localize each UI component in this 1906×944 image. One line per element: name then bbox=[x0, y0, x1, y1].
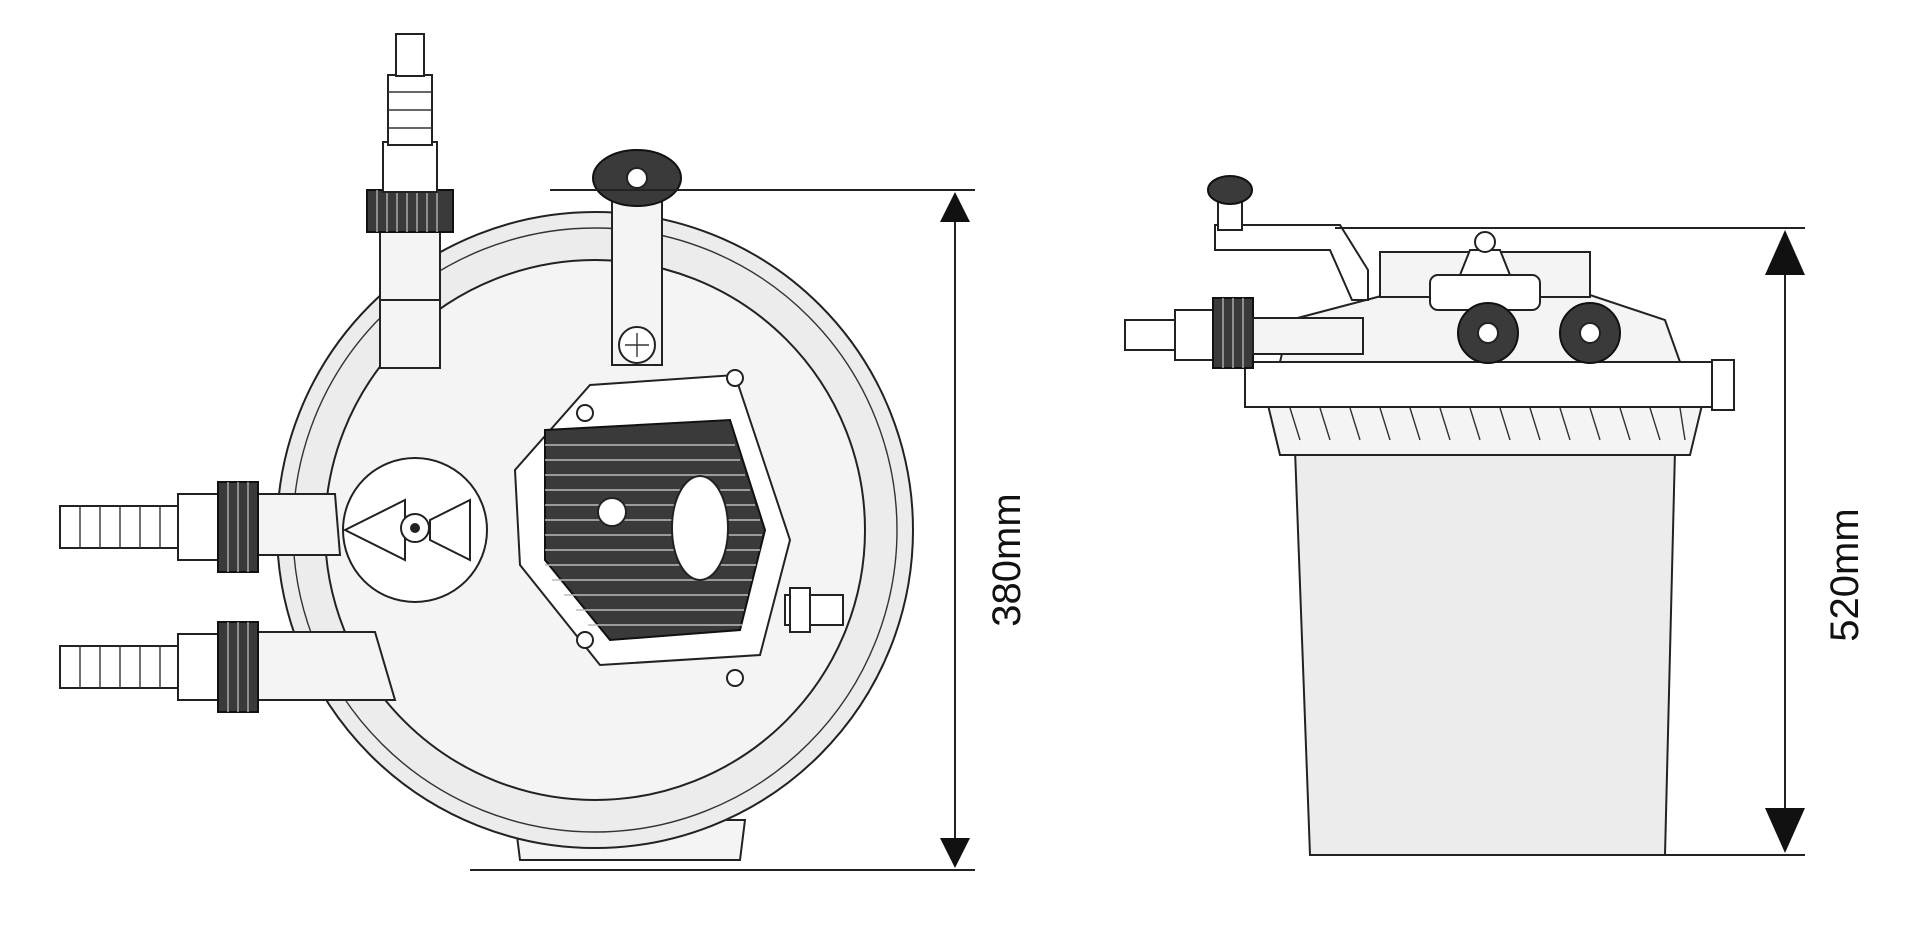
lid-clamp-handle bbox=[592, 149, 682, 366]
top-view: 380mm bbox=[59, 33, 1029, 871]
lid-flange bbox=[1244, 361, 1731, 408]
canister-collar-ribs bbox=[1266, 404, 1704, 456]
canister-body bbox=[1293, 449, 1677, 856]
top-view-dimension-label: 380mm bbox=[985, 493, 1029, 626]
side-drain-nipple bbox=[784, 587, 844, 633]
side-clamp-handle bbox=[1207, 175, 1369, 301]
lower-inlet-hose-connector bbox=[59, 621, 397, 713]
top-outlet-hose-connector bbox=[366, 33, 454, 369]
side-view-height-dimension: 520mm bbox=[1335, 227, 1867, 856]
top-view-height-dimension: 380mm bbox=[470, 189, 1029, 871]
side-view-dimension-label: 520mm bbox=[1823, 508, 1867, 641]
flow-indicator-dial bbox=[342, 457, 488, 603]
center-valve-knob bbox=[1429, 231, 1541, 311]
upper-inlet-hose-connector bbox=[59, 481, 342, 573]
side-inlet-hose-connector bbox=[1124, 297, 1364, 369]
outlet-ports bbox=[1457, 302, 1621, 364]
center-grille-plate bbox=[513, 369, 792, 687]
side-view: 520mm bbox=[1124, 175, 1867, 856]
